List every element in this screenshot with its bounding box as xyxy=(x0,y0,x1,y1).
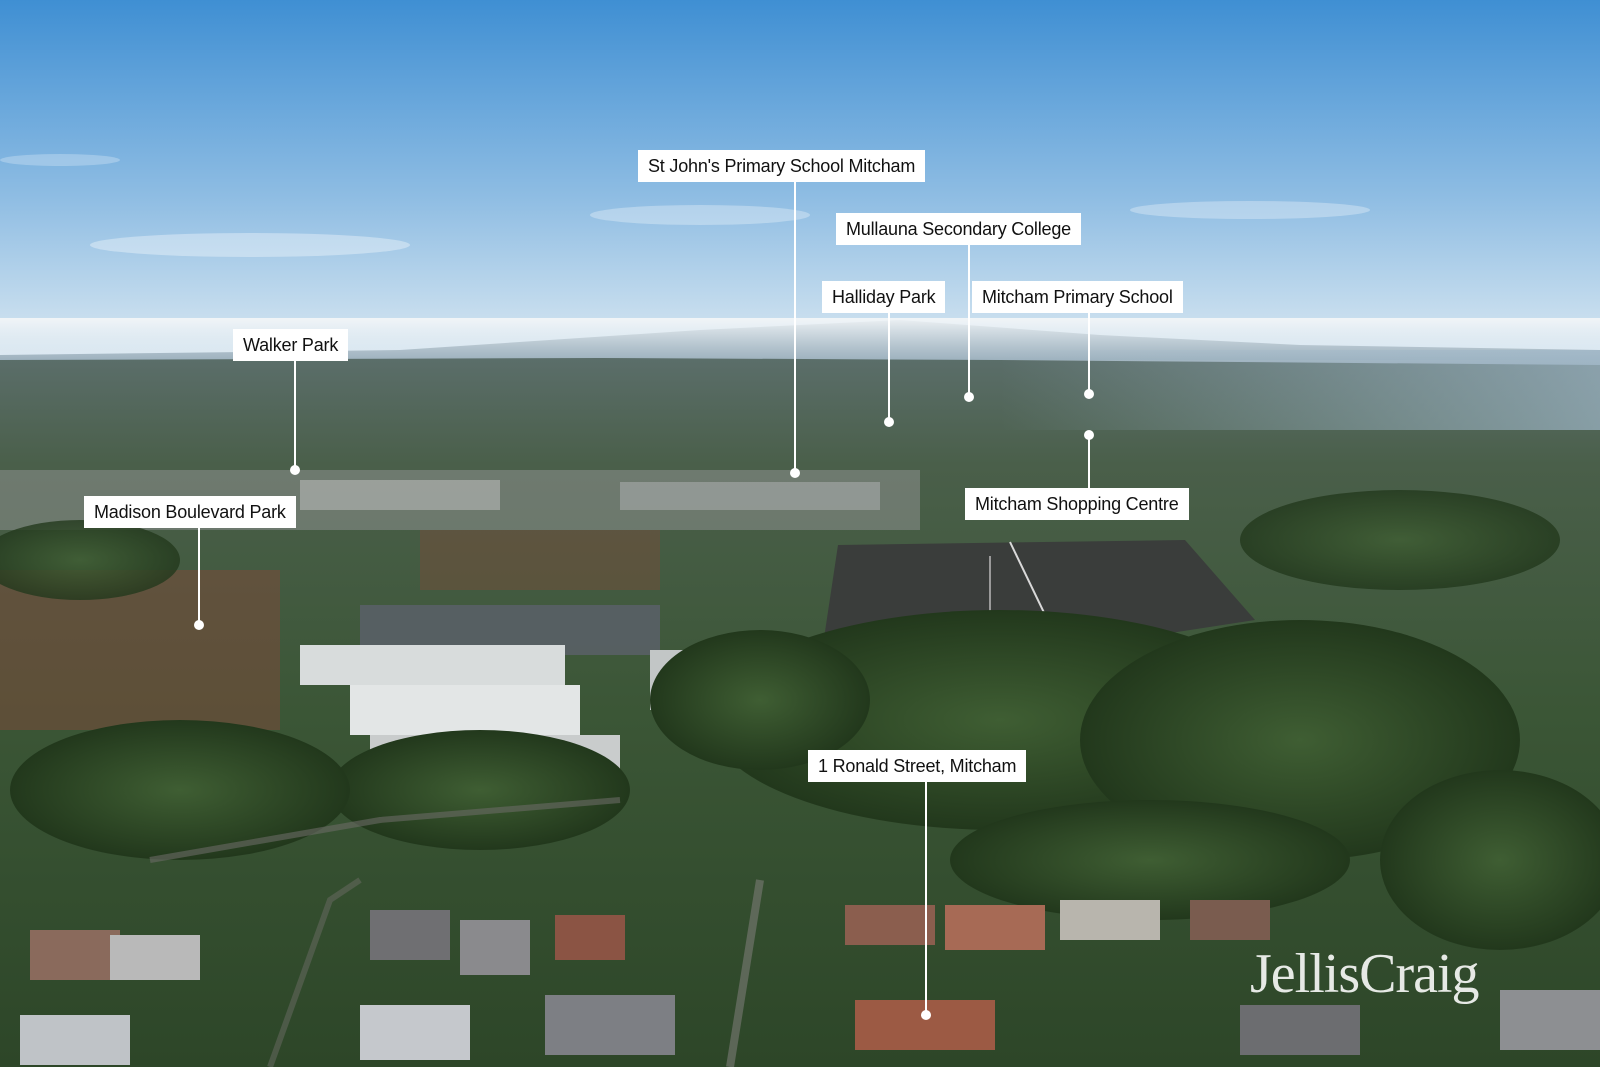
cloud xyxy=(590,205,810,225)
office-building xyxy=(300,645,565,685)
cloud xyxy=(1130,201,1370,219)
agency-watermark: JellisCraig xyxy=(1250,943,1480,1005)
label-halliday-park: Halliday Park xyxy=(822,281,946,313)
road xyxy=(726,879,764,1067)
buildings xyxy=(620,482,880,510)
road xyxy=(149,797,621,863)
label-text: St John's Primary School Mitcham xyxy=(648,156,916,176)
location-marker xyxy=(884,417,894,427)
location-marker xyxy=(790,468,800,478)
location-marker xyxy=(1084,430,1094,440)
label-text: Mitcham Shopping Centre xyxy=(975,494,1179,514)
buildings xyxy=(300,480,500,510)
label-property-address: 1 Ronald Street, Mitcham xyxy=(808,750,1027,782)
leader-line xyxy=(794,182,796,472)
label-text: Walker Park xyxy=(243,335,339,355)
location-marker xyxy=(921,1010,931,1020)
label-text: Halliday Park xyxy=(832,287,936,307)
office-building xyxy=(350,685,580,735)
leader-line xyxy=(198,528,200,626)
label-mitcham-shopping-centre: Mitcham Shopping Centre xyxy=(965,488,1189,520)
cloud xyxy=(0,154,120,166)
leader-line xyxy=(968,245,970,395)
label-mullauna-secondary-college: Mullauna Secondary College xyxy=(836,213,1081,245)
label-walker-park: Walker Park xyxy=(233,329,349,361)
right-haze xyxy=(1000,350,1600,430)
leader-line xyxy=(294,361,296,469)
label-st-johns-primary-school: St John's Primary School Mitcham xyxy=(638,150,926,182)
cloud xyxy=(90,233,410,257)
location-marker xyxy=(964,392,974,402)
label-text: 1 Ronald Street, Mitcham xyxy=(818,756,1017,776)
leader-line xyxy=(1088,313,1090,393)
label-text: Mitcham Primary School xyxy=(982,287,1173,307)
location-marker xyxy=(194,620,204,630)
leader-line xyxy=(888,313,890,421)
label-text: Madison Boulevard Park xyxy=(94,502,286,522)
label-mitcham-primary-school: Mitcham Primary School xyxy=(972,281,1183,313)
location-marker xyxy=(290,465,300,475)
houses xyxy=(420,530,660,590)
leader-line xyxy=(1088,438,1090,488)
label-madison-boulevard-park: Madison Boulevard Park xyxy=(84,496,296,528)
location-marker xyxy=(1084,389,1094,399)
road xyxy=(267,877,362,1067)
leader-line xyxy=(925,782,927,1012)
label-text: Mullauna Secondary College xyxy=(846,219,1071,239)
